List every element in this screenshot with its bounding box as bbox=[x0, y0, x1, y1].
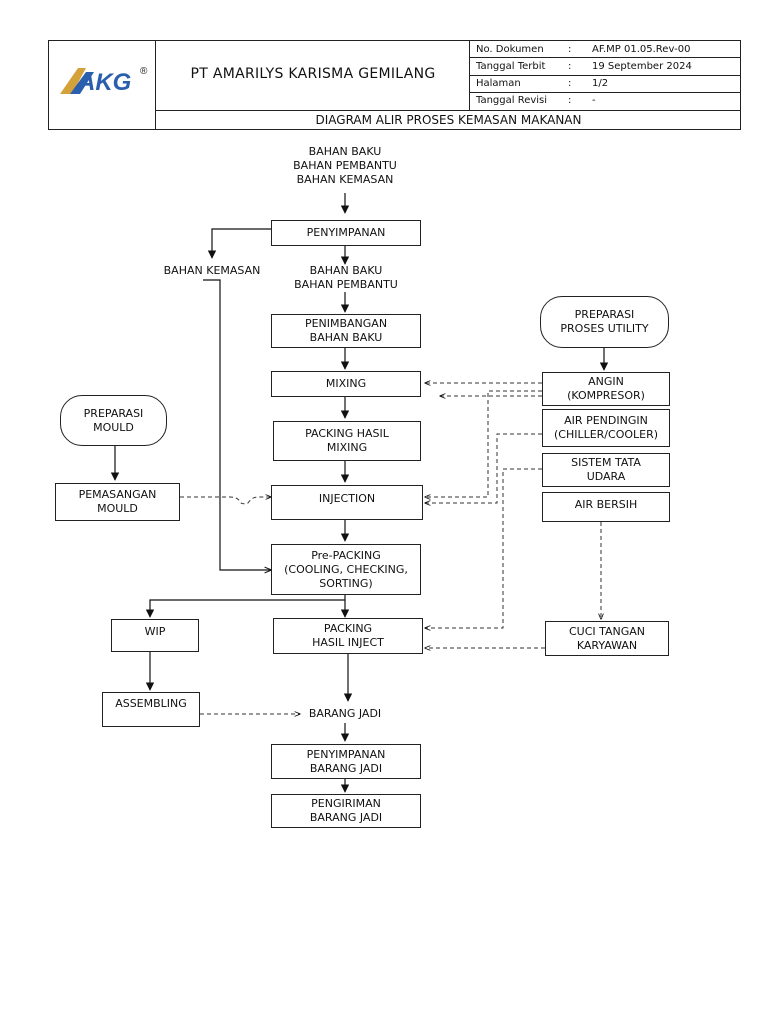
node-penyimpanan-barang-jadi: PENYIMPANAN BARANG JADI bbox=[271, 744, 421, 779]
node-bahan-kemasan: BAHAN KEMASAN bbox=[163, 264, 261, 277]
node-preparasi-mould: PREPARASI MOULD bbox=[60, 395, 167, 446]
node-penimbangan: PENIMBANGAN BAHAN BAKU bbox=[271, 314, 421, 348]
meta-value: 19 September 2024 bbox=[592, 61, 692, 72]
node-mixing: MIXING bbox=[271, 371, 421, 397]
header-divider-title bbox=[155, 110, 741, 111]
node-penyimpanan: PENYIMPANAN bbox=[271, 220, 421, 246]
node-angin: ANGIN (KOMPRESOR) bbox=[542, 372, 670, 406]
meta-row-doc-number: No. Dokumen : AF.MP 01.05.Rev-00 bbox=[476, 44, 690, 56]
node-pemasangan-mould: PEMASANGAN MOULD bbox=[55, 483, 180, 521]
meta-sep: : bbox=[568, 44, 572, 55]
header-row-line-2 bbox=[469, 75, 741, 76]
meta-key: No. Dokumen bbox=[476, 44, 544, 55]
meta-value: - bbox=[592, 95, 596, 106]
meta-sep: : bbox=[568, 95, 572, 106]
logo-text: AKG bbox=[77, 69, 131, 96]
arrow-kemasan-to-prepacking bbox=[203, 279, 271, 570]
meta-row-issue-date: Tanggal Terbit : 19 September 2024 bbox=[476, 61, 692, 73]
header-row-line-1 bbox=[469, 57, 741, 58]
meta-row-revision-date: Tanggal Revisi : - bbox=[476, 95, 596, 107]
dashed-mould-to-injection bbox=[180, 497, 271, 505]
meta-sep: : bbox=[568, 78, 572, 89]
node-bahan-baku-pembantu: BAHAN BAKU BAHAN PEMBANTU bbox=[294, 264, 398, 291]
node-prepacking: Pre-PACKING (COOLING, CHECKING, SORTING) bbox=[271, 544, 421, 595]
meta-sep: : bbox=[568, 61, 572, 72]
meta-value: 1/2 bbox=[592, 78, 609, 89]
node-wip: WIP bbox=[111, 619, 199, 652]
node-air-bersih: AIR BERSIH bbox=[542, 492, 670, 522]
meta-key: Tanggal Revisi bbox=[476, 95, 548, 106]
arrow-penyimpanan-to-kemasan bbox=[207, 228, 271, 259]
dashed-angin-to-injection bbox=[425, 390, 542, 497]
node-pengiriman-barang-jadi: PENGIRIMAN BARANG JADI bbox=[271, 794, 421, 828]
dashed-cooler-to-injection bbox=[425, 433, 542, 503]
node-injection: INJECTION bbox=[271, 485, 423, 520]
arrow-prepacking-to-wip bbox=[145, 599, 345, 618]
document-title: DIAGRAM ALIR PROSES KEMASAN MAKANAN bbox=[315, 113, 582, 127]
node-packing-hasil-mixing: PACKING HASIL MIXING bbox=[273, 421, 421, 461]
akg-logo-icon: AKG ® bbox=[60, 66, 148, 96]
company-logo: AKG ® bbox=[56, 60, 152, 100]
registered-mark: ® bbox=[140, 66, 148, 77]
meta-row-page: Halaman : 1/2 bbox=[476, 78, 608, 90]
meta-key: Halaman bbox=[476, 78, 521, 89]
node-sistem-tata-udara: SISTEM TATA UDARA bbox=[542, 453, 670, 487]
node-packing-hasil-inject: PACKING HASIL INJECT bbox=[273, 618, 423, 654]
dashed-udara-to-packing-inject bbox=[425, 468, 542, 628]
header-row-line-3 bbox=[469, 92, 741, 93]
header-divider-logo bbox=[155, 40, 156, 130]
node-inputs: BAHAN BAKU BAHAN PEMBANTU BAHAN KEMASAN bbox=[293, 145, 397, 186]
node-assembling: ASSEMBLING bbox=[102, 692, 200, 727]
company-name: PT AMARILYS KARISMA GEMILANG bbox=[190, 66, 436, 82]
node-air-pendingin: AIR PENDINGIN (CHILLER/COOLER) bbox=[542, 409, 670, 447]
node-barang-jadi: BARANG JADI bbox=[308, 707, 382, 720]
node-preparasi-utility: PREPARASI PROSES UTILITY bbox=[540, 296, 669, 348]
header-table bbox=[48, 40, 741, 130]
node-cuci-tangan: CUCI TANGAN KARYAWAN bbox=[545, 621, 669, 656]
meta-value: AF.MP 01.05.Rev-00 bbox=[592, 44, 691, 55]
meta-key: Tanggal Terbit bbox=[476, 61, 546, 72]
